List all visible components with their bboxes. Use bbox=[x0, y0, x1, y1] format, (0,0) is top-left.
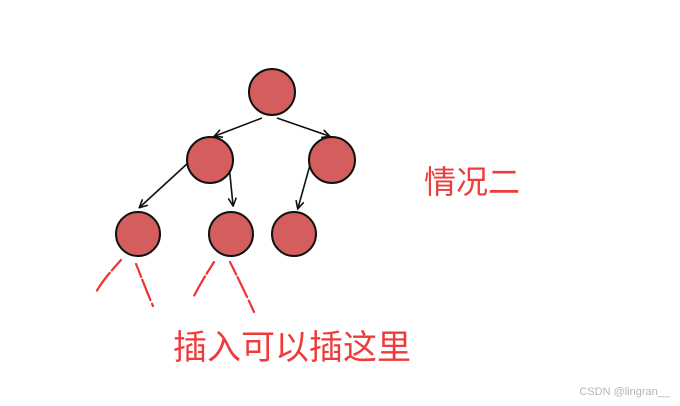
edge-root-to-right bbox=[276, 117, 329, 136]
insert-position-marks bbox=[93, 258, 256, 314]
case-title: 情况二 bbox=[424, 163, 521, 201]
insert-hint-label: 插入可以插这里 bbox=[173, 328, 411, 368]
tree-edges bbox=[140, 117, 329, 208]
insert-mark-left-right-left bbox=[191, 260, 216, 300]
tree-node-root bbox=[248, 68, 296, 116]
edge-root-to-left bbox=[215, 117, 263, 136]
tree-node-left-right bbox=[208, 211, 254, 257]
edge-right-to-right-left bbox=[298, 164, 311, 208]
tree-node-left-left bbox=[115, 211, 161, 257]
tree-node-right-left bbox=[271, 211, 317, 257]
insert-mark-left-left-left bbox=[93, 258, 123, 296]
edge-left-to-left-left bbox=[140, 162, 189, 207]
tree-nodes bbox=[115, 68, 356, 257]
watermark: CSDN @lingran__ bbox=[579, 386, 670, 398]
insert-mark-left-right-right bbox=[228, 260, 256, 314]
tree-node-left bbox=[186, 136, 234, 184]
insert-mark-left-left-right bbox=[134, 262, 155, 308]
tree-node-right bbox=[308, 136, 356, 184]
